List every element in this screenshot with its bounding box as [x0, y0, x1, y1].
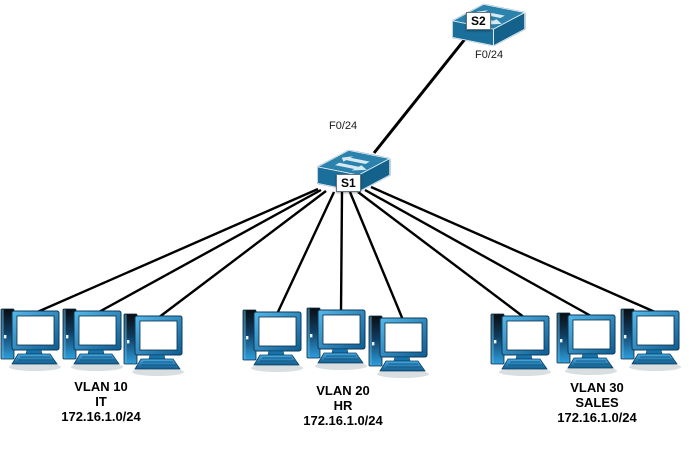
link-s1-pc7 — [357, 191, 526, 319]
vlan20-dept: HR — [333, 398, 353, 413]
link-s1-pc4 — [275, 191, 336, 315]
pc-icon — [0, 306, 62, 372]
vlan10-dept: IT — [95, 394, 107, 409]
vlan20-network: 172.16.1.0/24 — [303, 413, 383, 428]
pc-icon — [304, 305, 368, 371]
vlan30-network: 172.16.1.0/24 — [557, 410, 637, 425]
vlan30-dept: SALES — [575, 395, 619, 410]
vlan30-label-block: VLAN 30 SALES 172.16.1.0/24 — [512, 380, 682, 425]
switch-s1-label: S1 — [336, 174, 361, 192]
link-s1-pc5 — [339, 191, 344, 313]
link-s1-pc1 — [34, 187, 319, 315]
vlan10-label-block: VLAN 10 IT 172.16.1.0/24 — [16, 379, 186, 424]
vlan10-name: VLAN 10 — [74, 379, 128, 394]
pc-icon — [60, 306, 124, 372]
pc-icon — [121, 311, 185, 377]
link-s1-pc2 — [96, 188, 322, 315]
vlan30-name: VLAN 30 — [570, 380, 624, 395]
pc-vlan20-1[interactable] — [240, 307, 304, 373]
pc-icon — [366, 313, 430, 379]
pc-vlan20-3[interactable] — [366, 313, 430, 379]
link-s1-pc6 — [348, 191, 405, 321]
link-s1-s2-trunk — [372, 38, 467, 154]
pc-vlan20-2[interactable] — [304, 305, 368, 371]
pc-vlan10-2[interactable] — [60, 306, 124, 372]
port-label-s2-f0-24: F0/24 — [475, 49, 504, 61]
link-s1-pc8 — [364, 188, 592, 318]
pc-icon — [618, 306, 682, 372]
pc-vlan30-1[interactable] — [488, 311, 552, 377]
pc-vlan30-3[interactable] — [618, 306, 682, 372]
switch-s2-label: S2 — [466, 12, 491, 30]
pc-icon — [488, 311, 552, 377]
port-label-s1-f0-24: F0/24 — [329, 120, 358, 132]
vlan20-name: VLAN 20 — [316, 383, 370, 398]
pc-icon — [554, 310, 618, 376]
pc-vlan10-1[interactable] — [0, 306, 62, 372]
pc-vlan30-2[interactable] — [554, 310, 618, 376]
pc-vlan10-3[interactable] — [121, 311, 185, 377]
pc-icon — [240, 307, 304, 373]
link-s1-pc9 — [370, 185, 656, 314]
link-s1-pc3 — [157, 190, 327, 319]
vlan20-label-block: VLAN 20 HR 172.16.1.0/24 — [258, 383, 428, 428]
vlan10-network: 172.16.1.0/24 — [61, 409, 141, 424]
